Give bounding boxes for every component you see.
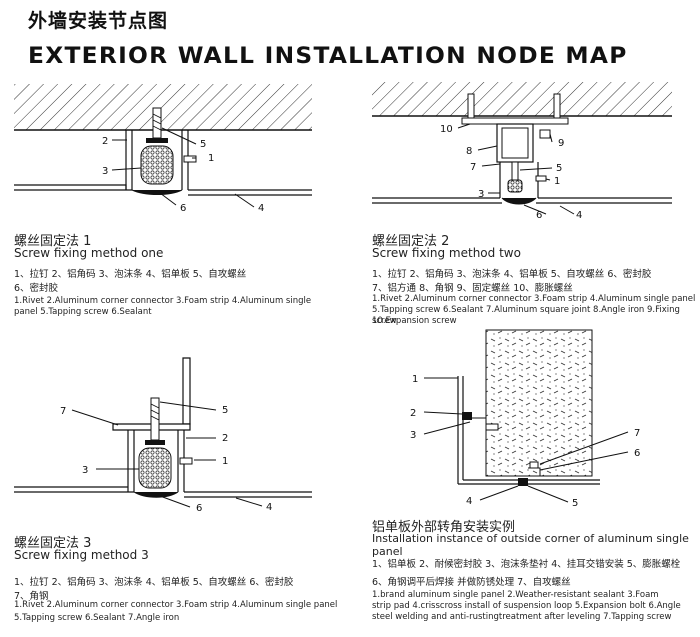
method-1-title-cn: 螺丝固定法 1: [14, 234, 92, 249]
callout-5-d2: 5: [556, 163, 562, 174]
callout-5-d3: 5: [222, 405, 228, 416]
callout-7-d3: 7: [60, 406, 66, 417]
method-2-title-en: Screw fixing method two: [372, 246, 521, 260]
method-3-legend-cn-2: 7、角钢: [14, 591, 49, 602]
method-2-legend-en-3: 10.Expansion screw: [372, 316, 457, 326]
callout-4-d1: 4: [258, 203, 264, 214]
foam-strip: [140, 145, 174, 185]
method-2-legend-cn-1: 1、拉钉 2、铝角码 3、泡沫条 4、铝单板 5、自攻螺丝 6、密封胶: [372, 269, 652, 280]
callout-9-d2: 9: [558, 138, 564, 149]
callout-3-d1: 3: [102, 166, 108, 177]
page-title-cn: 外墙安装节点图: [28, 10, 169, 32]
wall-hatch: [372, 82, 672, 116]
method-1-title-en: Screw fixing method one: [14, 246, 164, 260]
corner-title-cn: 铝单板外部转角安装实例: [372, 520, 516, 535]
method-3-legend-cn-1: 1、拉钉 2、铝角码 3、泡沫条 4、铝单板 5、自攻螺丝 6、密封胶: [14, 577, 294, 588]
page-title-en: EXTERIOR WALL INSTALLATION NODE MAP: [28, 44, 628, 69]
callout-1-d2: 1: [554, 176, 560, 187]
callout-7-d2: 7: [470, 162, 476, 173]
callout-1-d4: 1: [412, 374, 418, 385]
aluminum-panel: [188, 189, 312, 196]
callout-3-d3: 3: [82, 465, 88, 476]
callout-2-d3: 2: [222, 433, 228, 444]
rivet: [179, 457, 193, 465]
callout-2-d4: 2: [410, 408, 416, 419]
rivet: [183, 155, 197, 163]
diagram-method-3: 7 5 2 1 3 6 4: [14, 357, 312, 514]
diagram-method-1: 2 3 5 1 6 4: [14, 84, 312, 214]
callout-3-d2: 3: [478, 189, 484, 200]
concrete-wall: [485, 329, 593, 477]
method-3-title-en: Screw fixing method 3: [14, 548, 149, 562]
method-2-legend-en-2: 5.Tapping screw 6.Sealant 7.Aluminum squ…: [372, 305, 680, 326]
callout-2-d1: 2: [102, 136, 108, 147]
callout-5-d1: 5: [200, 139, 206, 150]
callout-1-d3: 1: [222, 456, 228, 467]
callout-4-d3: 4: [266, 502, 272, 513]
method-2-title-cn: 螺丝固定法 2: [372, 234, 450, 249]
angle-iron: [461, 117, 569, 125]
angle-iron: [182, 357, 191, 425]
sealant: [131, 189, 183, 195]
method-3-legend-en-2: 5.Tapping screw 6.Sealant 7.Angle iron: [14, 613, 180, 623]
corner-legend-cn-1: 1、铝单板 2、耐候密封胶 3、泡沫条垫衬 4、挂耳交错安装 5、膨胀螺栓: [372, 559, 681, 570]
method-1-legend-cn-1: 1、拉钉 2、铝角码 3、泡沫条 4、铝单板 5、自攻螺丝: [14, 269, 247, 280]
corner-title-en: Installation instance of outside corner …: [372, 532, 689, 558]
callout-6-d4: 6: [634, 448, 640, 459]
corner-legend-en-1: 1.brand aluminum single panel 2.Weather-…: [372, 590, 659, 600]
callout-10-d2: 10: [440, 124, 453, 135]
method-1-legend-en-1: 1.Rivet 2.Aluminum corner connector 3.Fo…: [14, 296, 312, 306]
callout-8-d2: 8: [466, 146, 472, 157]
callout-6-d3: 6: [196, 503, 202, 514]
method-1-legend-en-2: panel 5.Tapping screw 6.Sealant: [14, 307, 152, 317]
method-3-title-cn: 螺丝固定法 3: [14, 536, 92, 551]
corner-connector: [125, 130, 133, 190]
wall-hatch: [14, 84, 312, 130]
callout-5-d4: 5: [572, 498, 578, 509]
callout-7-d4: 7: [634, 428, 640, 439]
callout-3-d4: 3: [410, 430, 416, 441]
method-3-legend-en-1: 1.Rivet 2.Aluminum corner connector 3.Fo…: [14, 600, 338, 610]
callout-6-d2: 6: [536, 210, 542, 221]
callout-4-d2: 4: [576, 210, 582, 221]
square-joint: [496, 123, 534, 163]
corner-legend-en-3: steel welding and anti-rustingtreatment …: [372, 612, 672, 622]
corner-legend-en-2: strip pad 4.crisscross install of suspen…: [372, 601, 681, 611]
callout-4-d4: 4: [466, 496, 472, 507]
method-2-legend-en-1: 1.Rivet 2.Aluminum corner connector 3.Fo…: [372, 294, 696, 304]
callout-1-d1: 1: [208, 153, 214, 164]
callout-6-d1: 6: [180, 203, 186, 214]
diagram-method-2: 10 8 7 3 9 5 1 6 4: [372, 82, 672, 221]
method-2-legend-cn-2: 7、铝方通 8、角钢 9、固定螺丝 10、膨胀螺丝: [372, 283, 573, 294]
foam-strip: [138, 447, 172, 489]
corner-legend-cn-2: 6、角钢调平后焊接 并做防锈处理 7、自攻螺丝: [372, 577, 571, 588]
method-1-legend-cn-2: 6、密封胶: [14, 283, 59, 294]
diagram-outside-corner: 1 2 3 7 6 4 5: [410, 329, 640, 509]
